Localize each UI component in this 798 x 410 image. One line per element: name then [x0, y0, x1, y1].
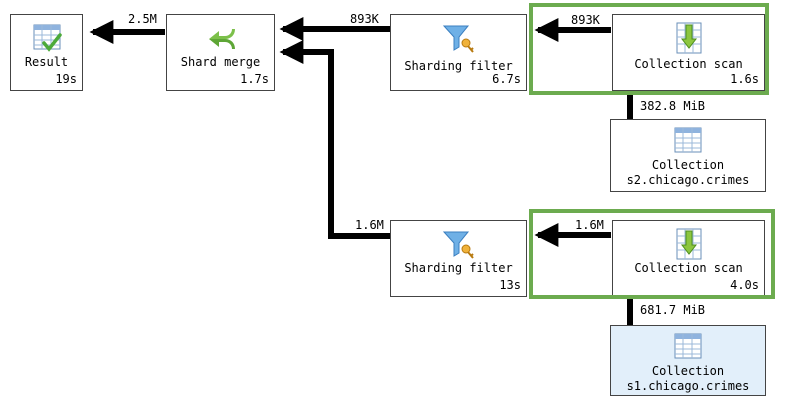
funnel-key-icon	[442, 25, 474, 53]
result-label: Result	[24, 55, 69, 69]
table-icon	[674, 333, 702, 359]
collection-top-label: Collection	[651, 158, 725, 172]
edge-label-scan-top-to-filter: 893K	[571, 13, 600, 27]
collection-scan-top-node[interactable]: Collection scan 1.6s	[612, 14, 765, 91]
table-check-icon	[33, 24, 62, 52]
sharding-filter-top-node[interactable]: Sharding filter 6.7s	[390, 14, 527, 91]
shard-merge-node[interactable]: Shard merge 1.7s	[166, 14, 275, 91]
shard-merge-time: 1.7s	[240, 72, 269, 86]
collection-bottom-node[interactable]: Collection s1.chicago.crimes	[610, 325, 766, 396]
edge-label-scan-bot-to-filter: 1.6M	[575, 218, 604, 232]
sharding-filter-bottom-label: Sharding filter	[404, 261, 513, 275]
merge-arrows-icon	[208, 29, 235, 49]
collection-bottom-namespace: s1.chicago.crimes	[626, 379, 750, 393]
sharding-filter-top-label: Sharding filter	[404, 59, 513, 73]
funnel-key-icon	[442, 231, 474, 259]
collection-scan-bottom-label: Collection scan	[634, 261, 743, 275]
edge-filter-bot-to-merge	[279, 40, 390, 239]
scan-down-icon	[676, 228, 701, 260]
sharding-filter-bottom-time: 13s	[499, 278, 521, 292]
sharding-filter-top-time: 6.7s	[492, 72, 521, 86]
collection-scan-bottom-time: 4.0s	[730, 278, 759, 292]
collection-top-namespace: s2.chicago.crimes	[626, 173, 750, 187]
scan-down-icon	[676, 22, 701, 54]
sharding-filter-bottom-node[interactable]: Sharding filter 13s	[390, 220, 527, 297]
edge-label-merge-to-result: 2.5M	[128, 12, 157, 26]
result-node[interactable]: Result 19s	[10, 14, 83, 91]
edge-label-coll-bot-to-scan: 681.7 MiB	[640, 303, 706, 317]
collection-top-node[interactable]: Collection s2.chicago.crimes	[610, 119, 766, 192]
result-time: 19s	[55, 72, 77, 86]
collection-scan-top-label: Collection scan	[634, 57, 743, 71]
collection-bottom-label: Collection	[651, 364, 725, 378]
shard-merge-label: Shard merge	[180, 55, 261, 69]
table-icon	[674, 127, 702, 153]
edge-label-coll-top-to-scan: 382.8 MiB	[640, 99, 706, 113]
edge-label-filter-bot-to-merge: 1.6M	[355, 218, 384, 232]
collection-scan-top-time: 1.6s	[730, 72, 759, 86]
edge-label-filter-top-to-merge: 893K	[350, 12, 379, 26]
collection-scan-bottom-node[interactable]: Collection scan 4.0s	[612, 220, 765, 297]
